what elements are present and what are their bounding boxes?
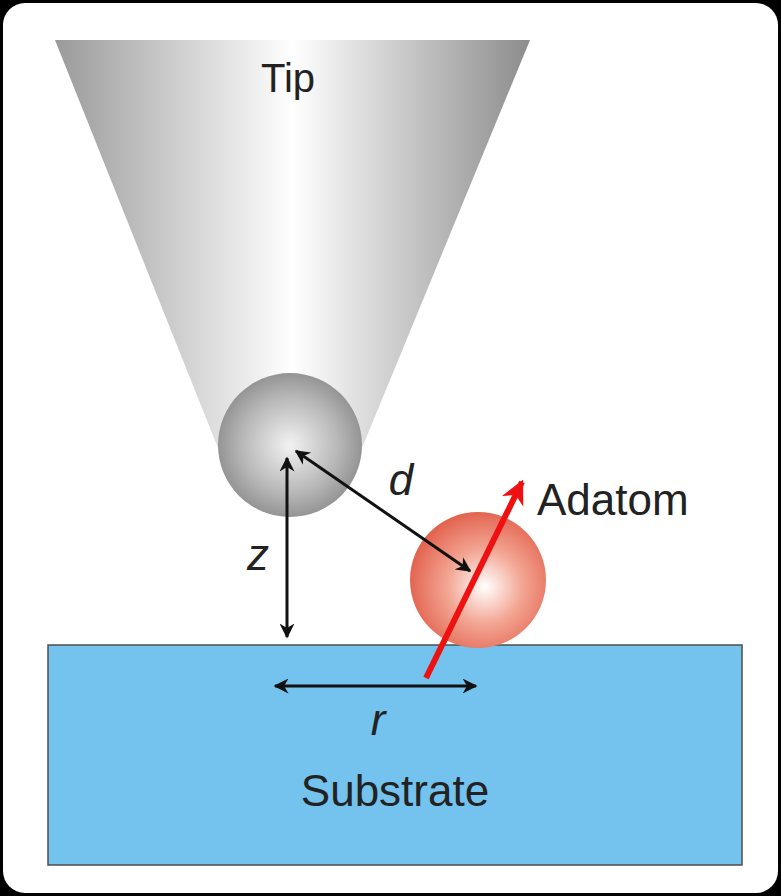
- distance-arrow: [296, 451, 470, 571]
- adatom-sphere: [410, 512, 546, 648]
- substrate-node: Substrate: [48, 645, 742, 865]
- tip-apex: [218, 373, 362, 517]
- frame: [3, 3, 778, 893]
- spin-arrow: [426, 482, 522, 678]
- node-text: Tip: [261, 55, 315, 101]
- height-symbol: z: [247, 530, 269, 581]
- node-text: Adatom: [537, 475, 689, 526]
- height-arrow: [286, 458, 289, 637]
- lateral-arrow: [275, 685, 476, 688]
- node-text: Substrate: [301, 766, 489, 817]
- adatom-node: Adatom: [533, 473, 693, 528]
- distance-symbol: d: [389, 455, 413, 506]
- lateral-symbol: r: [371, 695, 386, 746]
- substrate-block: [48, 645, 742, 865]
- tip-label-node: Tip: [257, 53, 319, 103]
